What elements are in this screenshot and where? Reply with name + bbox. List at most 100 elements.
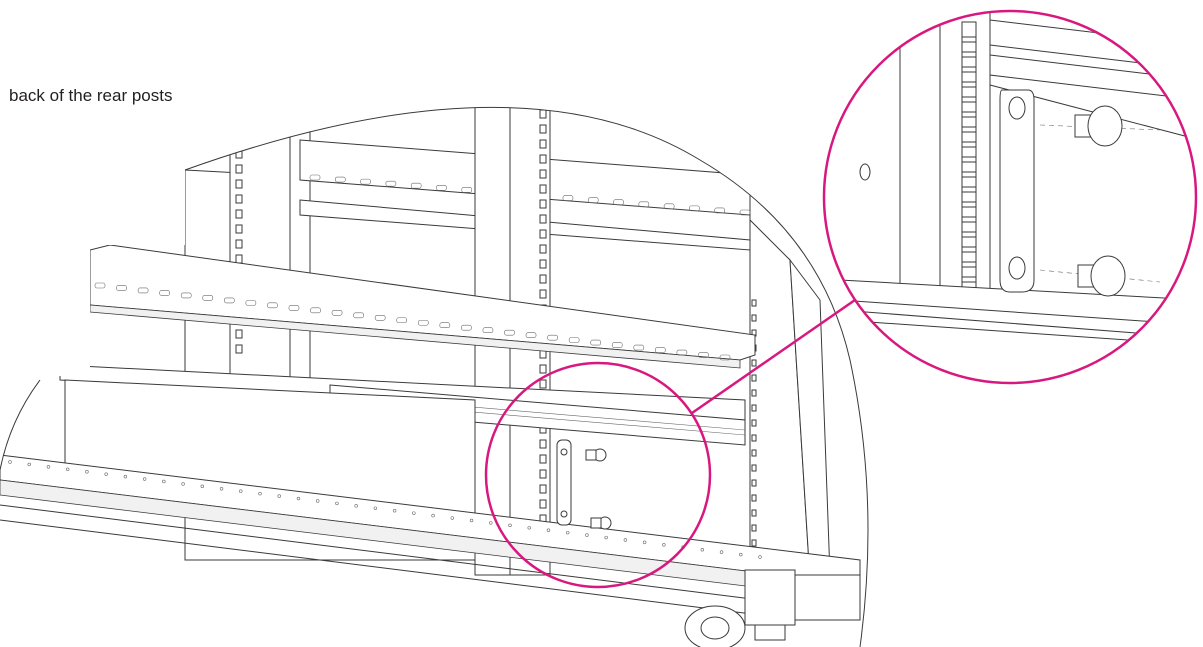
detail-post-hole: [961, 21, 977, 43]
post-hole: [235, 329, 243, 339]
rail-slot: [562, 195, 574, 201]
frame-hole: [527, 526, 531, 530]
frame-hole: [296, 496, 301, 501]
rail-slot: [739, 209, 751, 216]
detail-post-hole: [961, 216, 977, 238]
rail-slot: [461, 187, 473, 193]
frame-hole: [431, 513, 435, 518]
post-hole: [539, 289, 547, 299]
rail-slot: [385, 180, 397, 187]
post-hole: [539, 379, 547, 389]
post-hole: [539, 124, 547, 134]
rail-slot: [638, 201, 650, 208]
post-hole: [539, 364, 547, 374]
rail-slot: [309, 174, 321, 181]
frame-hole: [662, 543, 666, 547]
detail-screw-bottom: [1039, 255, 1161, 297]
detail-post-hole: [961, 111, 977, 133]
post-hole: [539, 439, 547, 449]
frame-hole: [46, 465, 51, 469]
beam-slot: [116, 285, 127, 291]
post-hole: [539, 244, 547, 254]
post-hole: [751, 524, 757, 532]
post-hole: [539, 139, 547, 149]
callout: [484, 9, 1198, 589]
frame-hole: [450, 516, 455, 520]
beam-slot: [245, 300, 257, 306]
post-hole: [751, 479, 757, 487]
post-hole: [235, 209, 243, 219]
beam-slot: [310, 307, 321, 314]
beam-slot: [159, 290, 170, 296]
post-hole: [539, 454, 547, 464]
frame-hole: [585, 533, 589, 537]
lower-frame: [0, 454, 861, 616]
beam-slot: [719, 354, 731, 361]
beam-slot: [396, 317, 408, 324]
post-hole: [235, 194, 243, 204]
frame-hole: [162, 479, 166, 484]
post-hole: [539, 469, 547, 479]
frame-hole: [604, 535, 608, 540]
rail-slot: [689, 205, 700, 212]
detail-post-hole: [961, 261, 977, 283]
post-hole: [539, 154, 547, 164]
rail-slot: [436, 184, 447, 191]
post-hole: [751, 509, 757, 517]
post-hole: [751, 314, 757, 322]
post-hole: [235, 224, 243, 234]
frame-hole: [8, 460, 12, 464]
post-hole: [539, 484, 547, 494]
beam-slot: [590, 339, 601, 346]
detail-post-hole: [961, 246, 977, 268]
frame-hole: [277, 494, 281, 498]
post-hole: [539, 184, 547, 194]
frame-hole: [373, 506, 378, 510]
caster-wheel: [684, 605, 746, 647]
beam-slot: [202, 295, 214, 301]
post-hole: [539, 229, 547, 239]
detail-post-hole: [961, 231, 977, 253]
leveling-foot: [744, 569, 861, 641]
beam-slot: [568, 337, 580, 343]
detail-bracket: [999, 89, 1035, 293]
frame-hole: [508, 523, 512, 528]
right-front-post: [749, 218, 831, 611]
beam-slot: [94, 282, 106, 289]
frame-hole: [335, 501, 339, 506]
post-hole: [539, 499, 547, 509]
beam-slot: [374, 314, 386, 321]
rail-slot: [360, 178, 371, 185]
beam-slot: [461, 324, 472, 331]
beam-slot: [655, 347, 666, 353]
detail-post-hole: [961, 96, 977, 118]
detail-rail-post: [939, 11, 991, 298]
frame-hole: [85, 470, 89, 474]
frame-hole: [739, 552, 743, 557]
frame-hole: [565, 530, 570, 535]
post-hole: [751, 434, 757, 442]
beam-slot: [547, 334, 558, 341]
cage-screw-bottom: [590, 516, 612, 530]
frame-hole: [315, 499, 320, 503]
frame-hole: [65, 467, 70, 472]
frame-hole: [104, 472, 108, 476]
frame-hole: [392, 509, 397, 513]
frame-hole: [181, 482, 185, 486]
post-hole: [539, 169, 547, 179]
beam-slot: [482, 327, 494, 333]
rack-cutaway-view: [0, 107, 861, 647]
post-hole: [235, 344, 243, 354]
rail-slot: [613, 199, 624, 206]
post-hole: [539, 214, 547, 224]
detail-post-hole: [961, 36, 977, 58]
beam-slot: [353, 312, 364, 319]
beam-slot: [288, 305, 300, 311]
frame-hole: [758, 555, 762, 559]
frame-hole: [239, 489, 243, 493]
post-hole: [751, 299, 757, 307]
left-rear-post: [229, 119, 311, 381]
detail-post-hole: [961, 81, 977, 103]
rail-slot: [714, 207, 726, 214]
